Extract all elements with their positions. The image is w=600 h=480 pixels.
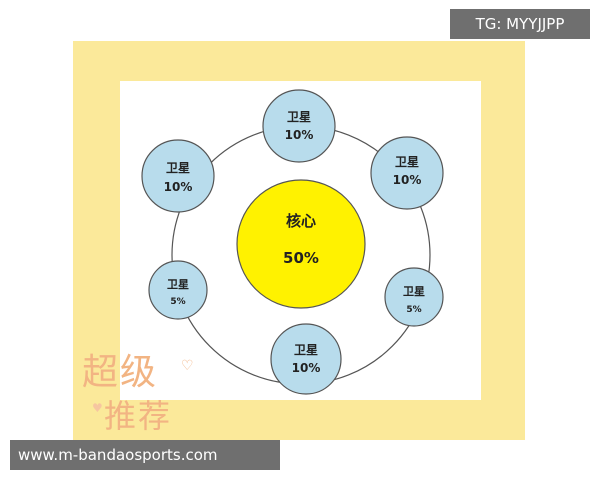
satellite-node-lower-right: 卫星 5% [384,267,444,327]
satellite-node-bottom: 卫星 10% [270,323,342,395]
satellite-value: 10% [393,173,422,187]
heart-icon: ♥ [92,401,103,415]
handwriting-line-1: 超级 [82,352,159,393]
satellite-title: 卫星 [294,343,318,357]
satellite-circle [270,323,342,395]
satellite-circle [148,260,208,320]
core-node: 核心 50% [236,179,366,309]
satellite-node-upper-left: 卫星 10% [141,139,215,213]
satellite-circle [370,136,444,210]
core-title: 核心 [286,212,316,230]
satellite-node-lower-left: 卫星 5% [148,260,208,320]
heart-icon: ♡ [181,358,194,374]
watermark-top: TG: MYYJJPP [450,9,590,39]
watermark-bottom: www.m-bandaosports.com [10,440,280,470]
satellite-node-upper-right: 卫星 10% [370,136,444,210]
core-value: 50% [283,249,319,267]
satellite-title: 卫星 [403,285,425,298]
handwriting-line-2: 推荐 [104,397,173,435]
handwritten-watermark: 超级 ♡ ♥ 推荐 [82,343,202,435]
satellite-value: 10% [292,361,321,375]
satellite-circle [141,139,215,213]
satellite-title: 卫星 [287,110,311,124]
satellite-value: 5% [170,297,185,307]
satellite-node-top: 卫星 10% [262,89,336,163]
satellite-value: 10% [164,180,193,194]
core-circle [236,179,366,309]
satellite-value: 5% [406,305,421,315]
satellite-circle [262,89,336,163]
satellite-title: 卫星 [166,161,190,175]
satellite-value: 10% [285,128,314,142]
satellite-title: 卫星 [167,278,189,291]
satellite-title: 卫星 [395,155,419,169]
satellite-circle [384,267,444,327]
